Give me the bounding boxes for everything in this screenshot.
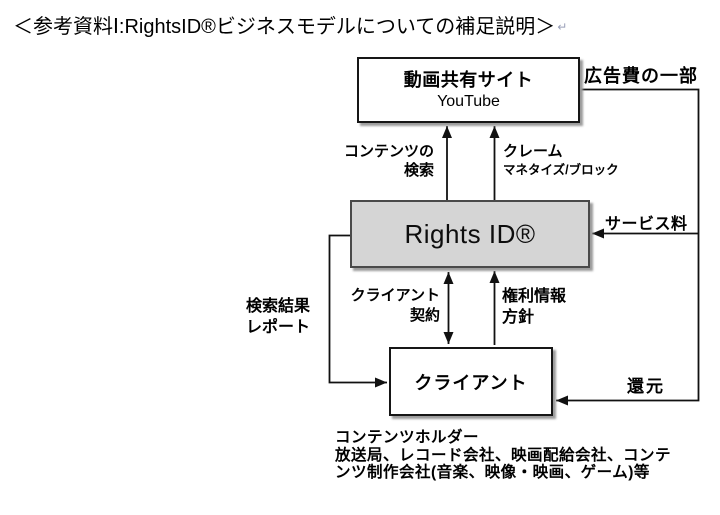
- video-site-box-subtitle: YouTube: [437, 92, 500, 110]
- claim-label-line2: マネタイズ/ブロック: [503, 163, 619, 177]
- ad-revenue-return-arrow-line: [556, 88, 700, 406]
- content-holder-note-line2: 放送局、レコード会社、映画配給会社、コンテ: [335, 446, 672, 464]
- client-box-label: クライアント: [414, 372, 528, 393]
- client-contract-label-line1: クライアント: [350, 287, 440, 304]
- search-report-label: 検索結果 レポート: [236, 296, 320, 338]
- service-fee-label: サービス料: [605, 216, 688, 233]
- rights-id-box: Rights ID®: [350, 200, 590, 268]
- client-box: クライアント: [389, 347, 553, 416]
- return-flow-label: 還元: [627, 377, 665, 396]
- page-title-text: ＜参考資料Ⅰ:RightsID®ビジネスモデルについての補足説明＞: [13, 16, 556, 38]
- rights-policy-label: 権利情報 方針: [502, 286, 566, 328]
- search-report-label-line1: 検索結果: [245, 298, 310, 315]
- search-report-label-line2: レポート: [245, 319, 310, 336]
- client-contract-label-line2: 契約: [409, 307, 440, 324]
- video-site-box: 動画共有サイト YouTube: [357, 57, 580, 123]
- claim-label-line1: クレーム: [503, 143, 563, 160]
- rights-id-box-label: Rights ID®: [404, 218, 536, 249]
- content-search-label-line1: コンテンツの: [343, 143, 434, 160]
- ad-fee-label: 広告費の一部: [584, 66, 698, 86]
- rights-policy-label-line2: 方針: [502, 309, 535, 326]
- content-search-label: コンテンツの 検索: [330, 142, 434, 180]
- content-holder-note-line1: コンテンツホルダー: [335, 429, 480, 446]
- page-title: ＜参考資料Ⅰ:RightsID®ビジネスモデルについての補足説明＞↵: [13, 10, 567, 39]
- content-holder-note-line3: ンツ制作会社(音楽、映像・映画、ゲーム)等: [335, 464, 650, 481]
- rights-policy-label-line1: 権利情報: [502, 288, 567, 305]
- video-site-box-title: 動画共有サイト: [403, 69, 534, 90]
- paragraph-mark-icon: ↵: [557, 20, 568, 34]
- client-contract-label: クライアント 契約: [340, 286, 440, 326]
- content-search-label-line2: 検索: [403, 162, 434, 179]
- claim-label: クレーム マネタイズ/ブロック: [503, 142, 619, 180]
- search-report-arrow-line: [328, 234, 387, 388]
- content-holder-note: コンテンツホルダー 放送局、レコード会社、映画配給会社、コンテ ンツ制作会社(音…: [335, 429, 671, 482]
